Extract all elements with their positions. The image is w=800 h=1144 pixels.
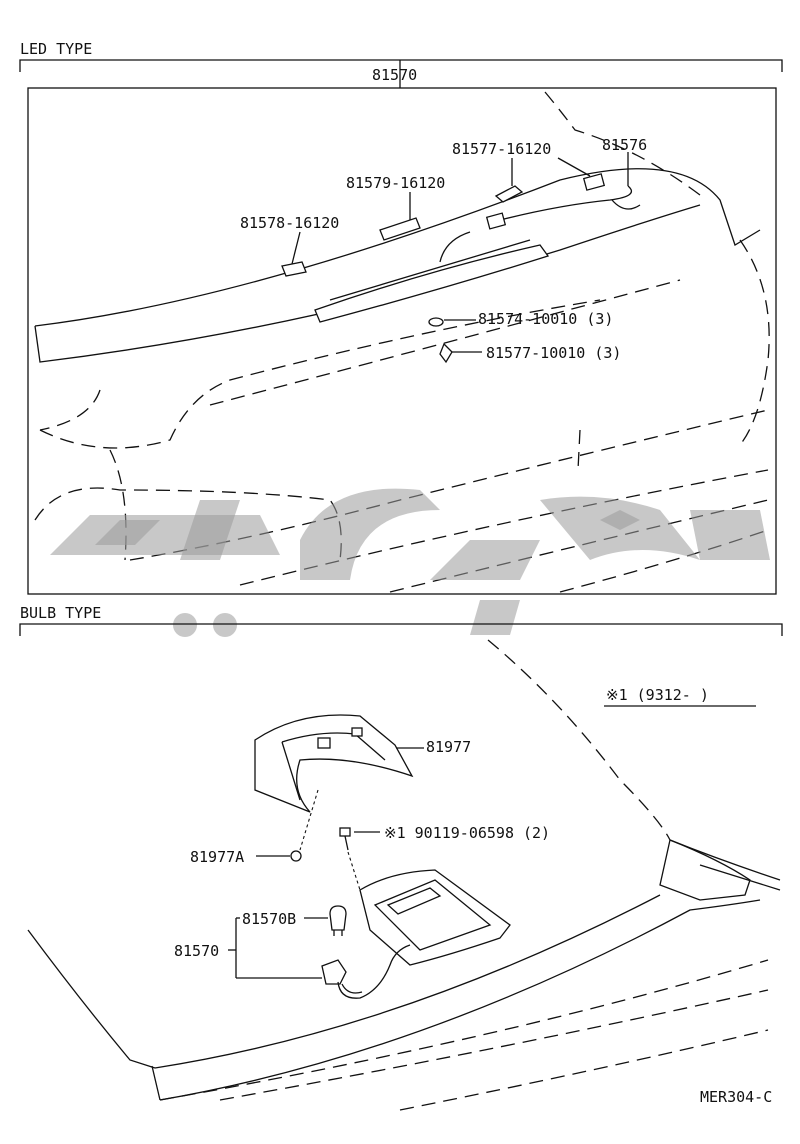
label-81579-16120: 81579-16120 xyxy=(346,174,445,192)
screw-90119 xyxy=(339,827,361,891)
figure-code: MER304-C xyxy=(700,1088,772,1106)
label-81570: 81570 xyxy=(174,942,219,960)
leader-81570-bracket xyxy=(228,917,328,979)
label-81570b: 81570B xyxy=(242,910,296,928)
label-81574-10010: 81574-10010 (3) xyxy=(478,310,613,328)
label-81576: 81576 xyxy=(602,136,647,154)
led-diagram-frame xyxy=(27,87,777,595)
socket-harness xyxy=(321,944,411,999)
bulb-type-heading: BULB TYPE xyxy=(20,604,101,622)
bulb-car-body xyxy=(27,639,781,1111)
label-81577-10010: 81577-10010 (3) xyxy=(486,344,621,362)
label-81977a: 81977A xyxy=(190,848,244,866)
led-small-parts xyxy=(281,185,524,364)
led-wire-harness xyxy=(485,173,641,230)
led-stop-lamp xyxy=(314,231,550,323)
lamp-cover xyxy=(254,714,414,813)
label-81977: 81977 xyxy=(426,738,471,756)
bulb-type-note: ※1 (9312- ) xyxy=(606,686,709,704)
bulb-section-bracket xyxy=(19,623,783,636)
led-leaders xyxy=(291,152,629,353)
label-90119: ※1 90119-06598 (2) xyxy=(384,824,550,842)
led-type-heading: LED TYPE xyxy=(20,40,92,58)
led-section-bracket xyxy=(19,59,783,72)
bulb-81570b xyxy=(329,905,347,936)
label-81577-16120: 81577-16120 xyxy=(452,140,551,158)
led-assembly-label: 81570 xyxy=(372,66,417,84)
bulb-stop-lamp xyxy=(359,869,511,966)
label-81578-16120: 81578-16120 xyxy=(240,214,339,232)
clip-81977a xyxy=(290,850,302,862)
clip-guide xyxy=(299,789,319,851)
persian-logo-watermark xyxy=(50,488,770,637)
